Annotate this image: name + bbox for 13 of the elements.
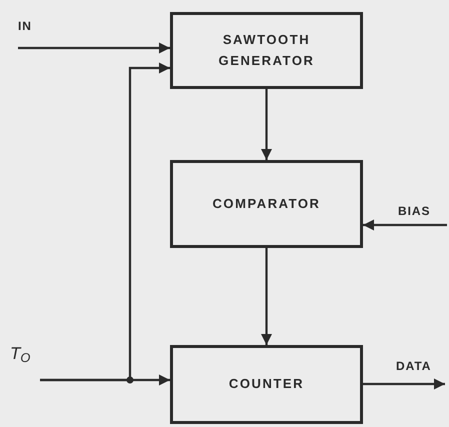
arrow (261, 89, 272, 160)
arrow (363, 378, 445, 390)
signal-label: IN (18, 20, 44, 48)
signal-label: DATA (396, 360, 446, 384)
signal-label: BIAS (398, 205, 444, 225)
process-box: COUNTER (170, 345, 363, 424)
arrow (363, 220, 447, 230)
arrow (18, 42, 170, 54)
signal-label: T$_{O}$ (10, 345, 40, 373)
arrow (261, 248, 272, 345)
process-box: COMPARATOR (170, 160, 363, 248)
process-box: SAWTOOTH GENERATOR (170, 12, 363, 89)
arrow (40, 374, 170, 386)
